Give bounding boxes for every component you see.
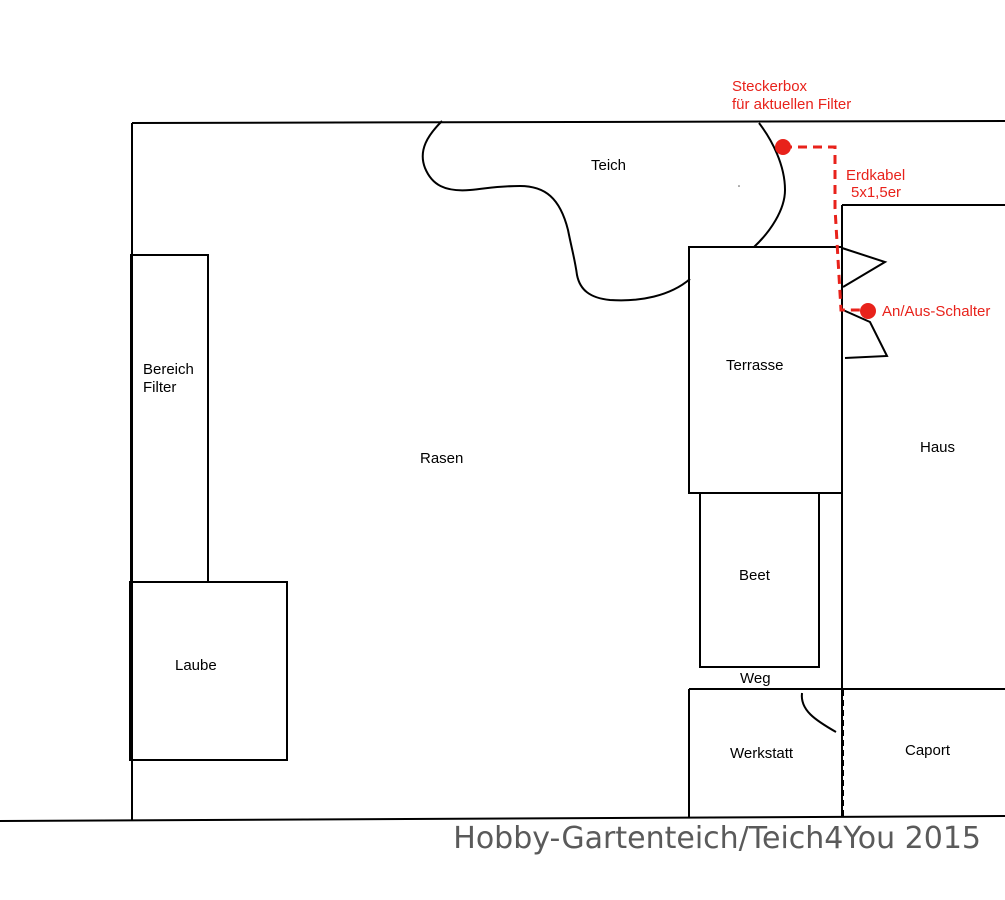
beet-label: Beet bbox=[739, 567, 771, 584]
haus-label: Haus bbox=[920, 439, 955, 456]
bereich-filter-label-line1: Bereich bbox=[143, 361, 194, 378]
terrasse-label: Terrasse bbox=[726, 357, 784, 374]
schalter-label: An/Aus-Schalter bbox=[882, 303, 990, 320]
property-boundary bbox=[0, 120, 1005, 822]
erdkabel-label-line2: 5x1,5er bbox=[851, 184, 901, 201]
werkstatt-door-swing bbox=[800, 692, 837, 733]
haus-entrance-marks bbox=[841, 247, 889, 359]
haus-outline bbox=[841, 204, 1005, 816]
erdkabel-label-line1: Erdkabel bbox=[846, 167, 905, 184]
laube-label: Laube bbox=[175, 657, 217, 674]
schalter-marker bbox=[860, 303, 876, 319]
teich-label: Teich bbox=[591, 157, 626, 174]
steckerbox-marker bbox=[775, 139, 791, 155]
weg-label: Weg bbox=[740, 670, 771, 687]
boundary-top bbox=[131, 120, 1005, 124]
beet-area bbox=[699, 492, 820, 668]
steckerbox-label-line2: für aktuellen Filter bbox=[732, 96, 851, 113]
steckerbox-label-line1: Steckerbox bbox=[732, 78, 808, 95]
teich-pond-outline bbox=[421, 120, 691, 302]
werkstatt-label: Werkstatt bbox=[730, 745, 794, 762]
bereich-filter-label-line2: Filter bbox=[143, 379, 176, 396]
watermark-text: Hobby-Gartenteich/Teich4You 2015 bbox=[453, 821, 981, 856]
caport-label: Caport bbox=[905, 742, 951, 759]
teich-dot bbox=[738, 185, 740, 187]
laube-area bbox=[129, 581, 288, 761]
werkstatt-caport-outline bbox=[688, 688, 842, 818]
erdkabel-dashed-line bbox=[783, 145, 867, 312]
rasen-label: Rasen bbox=[420, 450, 463, 467]
bereich-filter-area bbox=[130, 254, 209, 583]
teich-pond-outline-right bbox=[753, 122, 787, 248]
boundary-bottom bbox=[0, 815, 1005, 822]
erdkabel-route bbox=[775, 139, 876, 319]
